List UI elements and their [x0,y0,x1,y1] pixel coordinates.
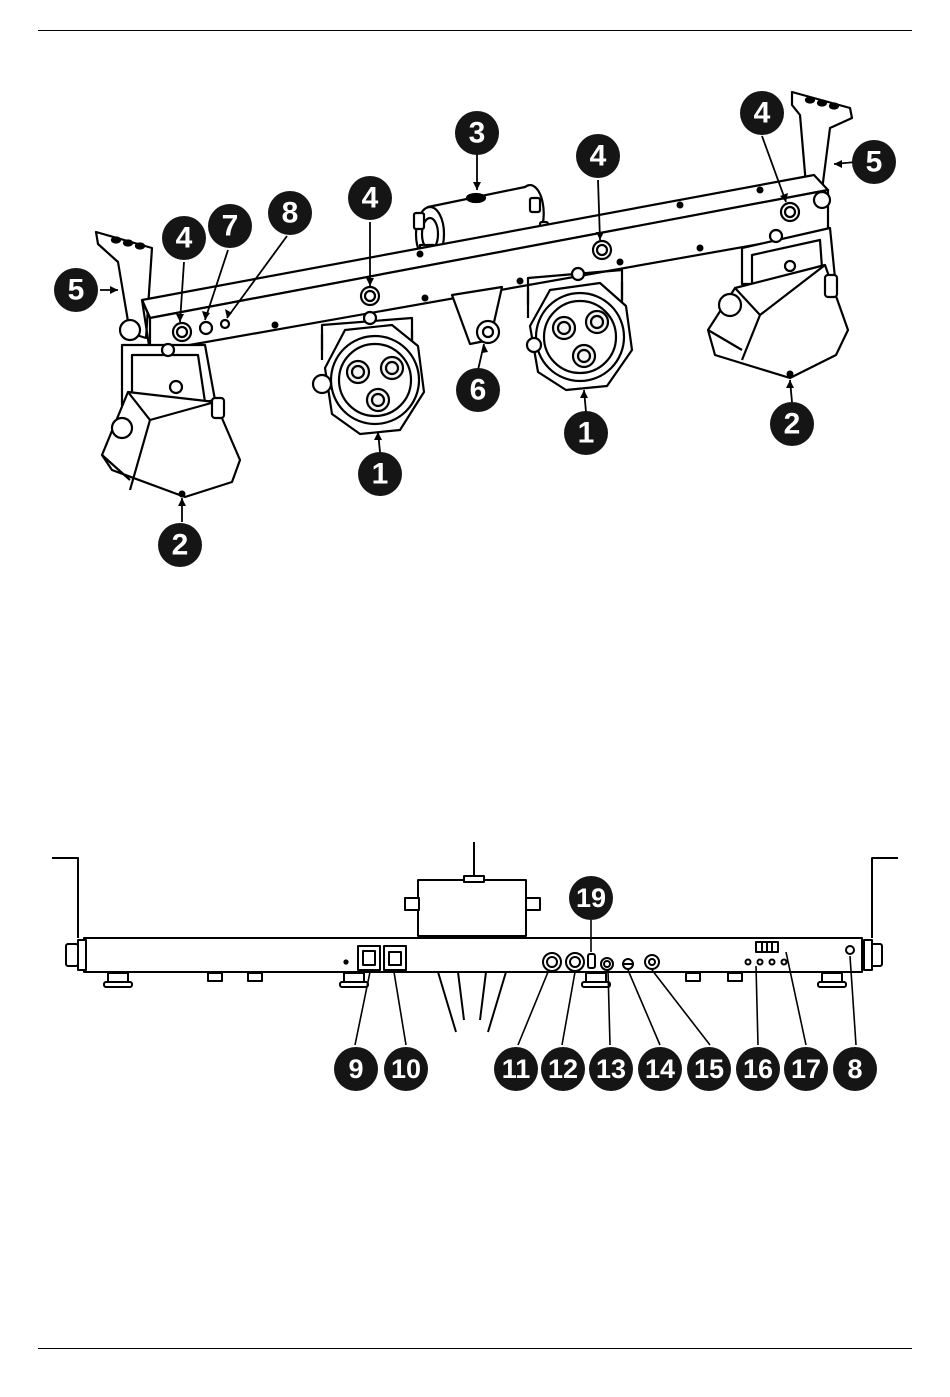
svg-text:3: 3 [469,117,486,150]
callout-8-rear: 8 [833,1047,877,1091]
bracket-knob-right [814,192,830,208]
svg-text:4: 4 [590,140,607,173]
callout-1-right: 1 [564,411,608,455]
callout-17: 17 [784,1047,828,1091]
svg-text:9: 9 [348,1054,363,1084]
svg-text:2: 2 [784,408,801,441]
mounting-knob [452,287,502,344]
mounting-bracket-right [792,92,852,190]
svg-text:11: 11 [502,1054,531,1084]
svg-text:6: 6 [470,374,487,407]
bracket-knob-left [120,320,140,340]
callout-7: 7 [208,204,252,248]
svg-text:19: 19 [576,883,606,913]
callout-14: 14 [638,1047,682,1091]
svg-text:14: 14 [645,1054,675,1084]
callout-19: 19 [569,876,613,920]
callout-16: 16 [736,1047,780,1091]
callout-11: 11 [494,1047,538,1091]
callout-2-right: 2 [770,402,814,446]
callout-8: 8 [268,191,312,235]
callout-9: 9 [334,1047,378,1091]
svg-text:5: 5 [866,146,883,179]
svg-text:12: 12 [548,1054,578,1084]
callout-15: 15 [687,1047,731,1091]
callout-2-left: 2 [158,523,202,567]
svg-text:4: 4 [754,97,771,130]
svg-text:4: 4 [176,222,193,255]
svg-text:8: 8 [847,1054,862,1084]
svg-text:13: 13 [596,1054,626,1084]
callout-6: 6 [456,368,500,412]
callout-5-right: 5 [852,140,896,184]
lighting-bar-perspective-diagram: 1 1 2 2 3 4 4 4 [0,0,950,600]
svg-text:16: 16 [743,1054,773,1084]
power-switch [384,946,406,970]
svg-text:15: 15 [694,1054,724,1084]
svg-text:7: 7 [222,210,239,243]
rear-mount-legs [438,972,506,1032]
callout-4-center-left: 4 [348,176,392,220]
callout-4-left: 4 [162,216,206,260]
bottom-rule [38,1348,912,1349]
rear-bracket-left [52,858,78,938]
svg-text:2: 2 [172,529,189,562]
svg-text:1: 1 [372,458,389,491]
callout-4-right: 4 [740,91,784,135]
svg-text:1: 1 [578,417,595,450]
callout-10: 10 [384,1047,428,1091]
rear-effect-unit [405,842,540,940]
callout-4-center-right: 4 [576,134,620,178]
callout-5-left: 5 [54,268,98,312]
svg-text:5: 5 [68,274,85,307]
callout-13: 13 [589,1047,633,1091]
lighting-bar-rear-panel-diagram: 19 9 10 11 12 13 14 15 [0,840,950,1100]
svg-text:10: 10 [391,1054,421,1084]
svg-text:8: 8 [282,197,299,230]
derby-effect-left [102,344,240,497]
svg-text:17: 17 [791,1054,821,1084]
par-spot-left [313,312,424,434]
rear-bracket-right [872,858,898,938]
rear-feet [104,973,846,987]
svg-text:4: 4 [362,182,379,215]
callout-12: 12 [541,1047,585,1091]
callout-3: 3 [455,111,499,155]
par-spot-right [527,268,632,390]
callout-1-left: 1 [358,452,402,496]
